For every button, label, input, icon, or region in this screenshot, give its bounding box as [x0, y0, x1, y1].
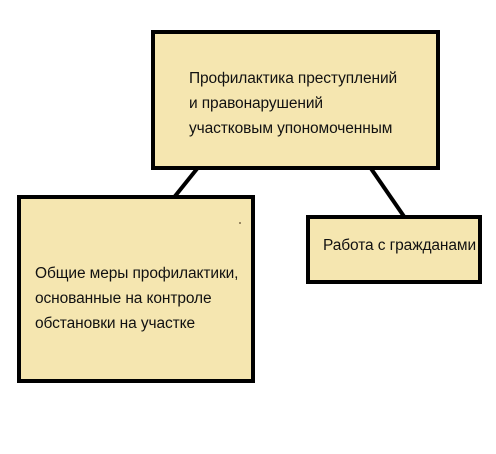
box-left-general-measures: Общие меры профилактики, основанные на к… [17, 195, 255, 383]
box-top-line-1: Профилактика преступлений [189, 70, 398, 87]
box-left-line-2: основанные на контроле [35, 290, 212, 307]
box-right-line-1: Работа с гражданами [323, 237, 477, 254]
box-left-text: Общие меры профилактики, основанные на к… [35, 261, 238, 336]
box-top-text: Профилактика преступлений и правонарушен… [189, 66, 397, 141]
speck-mark [239, 222, 241, 224]
box-top-line-2: и правонарушений [189, 95, 323, 112]
connector-top-to-right [369, 167, 406, 218]
box-top-line-3: участковым упономоченным [189, 120, 393, 137]
box-right-text: Работа с гражданами [323, 233, 476, 258]
connector-top-to-left [173, 167, 199, 198]
box-top-prevention: Профилактика преступлений и правонарушен… [151, 30, 440, 170]
box-left-line-1: Общие меры профилактики, [35, 265, 239, 282]
box-right-work-with-citizens: Работа с гражданами [306, 215, 482, 284]
box-left-line-3: обстановки на участке [35, 315, 196, 332]
